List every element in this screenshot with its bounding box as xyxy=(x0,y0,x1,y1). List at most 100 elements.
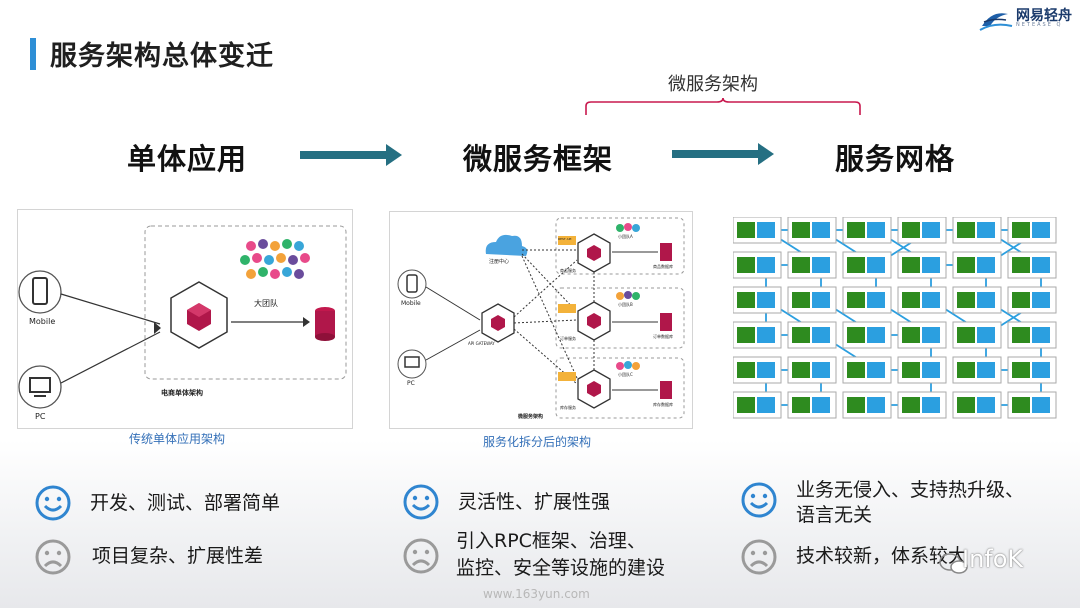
mesh-service xyxy=(847,362,865,378)
db2-label: 订单数据库 xyxy=(653,334,673,339)
mesh-sidecar xyxy=(867,257,885,273)
frown-icon xyxy=(741,539,777,575)
mesh-sidecar xyxy=(867,397,885,413)
mesh-service xyxy=(792,292,810,308)
mesh-service xyxy=(847,327,865,343)
mesh-sidecar xyxy=(922,292,940,308)
mesh-sidecar xyxy=(812,397,830,413)
mesh-sidecar xyxy=(922,327,940,343)
col1-pro: 开发、测试、部署简单 xyxy=(90,492,281,514)
mesh-sidecar xyxy=(977,397,995,413)
mesh-sidecar xyxy=(977,362,995,378)
mesh-sidecar xyxy=(812,362,830,378)
mesh-service xyxy=(957,257,975,273)
mobile-icon xyxy=(18,270,62,314)
mesh-service xyxy=(737,362,755,378)
mesh-sidecar xyxy=(757,362,775,378)
mesh-sidecar xyxy=(867,362,885,378)
mesh-sidecar xyxy=(977,222,995,238)
team-label: 大团队 xyxy=(254,299,278,308)
stage-monolith: 单体应用 xyxy=(127,142,248,176)
mesh-sidecar xyxy=(1032,292,1050,308)
mesh-sidecar xyxy=(1032,327,1050,343)
smile-icon xyxy=(403,484,439,520)
mesh-service xyxy=(902,397,920,413)
mesh-service xyxy=(737,292,755,308)
mesh-service xyxy=(792,327,810,343)
mesh-sidecar xyxy=(812,222,830,238)
registry-label: 注册中心 xyxy=(489,259,510,265)
monolith-diagram xyxy=(18,225,347,409)
mobile-label: Mobile xyxy=(29,317,56,326)
mesh-service xyxy=(902,362,920,378)
caption-microservice: 服务化拆分后的架构 xyxy=(483,435,592,449)
svc1-label: 商品服务 xyxy=(560,268,576,273)
mesh-service xyxy=(792,362,810,378)
db3-label: 库存数据库 xyxy=(653,402,673,407)
mesh-sidecar xyxy=(757,257,775,273)
mesh-sidecar xyxy=(1032,257,1050,273)
mesh-service xyxy=(1012,292,1030,308)
page-title: 服务架构总体变迁 xyxy=(50,41,274,72)
panel-monolith: Mobile PC 大团队 电商单体架构 xyxy=(17,209,353,429)
mesh-service xyxy=(902,292,920,308)
mesh-service xyxy=(1012,327,1030,343)
mesh-service xyxy=(847,257,865,273)
mesh-service xyxy=(792,397,810,413)
panel-microservice: Mobile PC 注册中心 API GATEWAY 微服务架构 商品服务 订单… xyxy=(389,211,693,429)
mesh-sidecar xyxy=(757,327,775,343)
mesh-service xyxy=(847,397,865,413)
col2-con-line2: 监控、安全等设施的建设 xyxy=(456,557,666,579)
arrow-2 xyxy=(672,143,774,165)
logo-subtext: NETEASE Q xyxy=(1016,22,1063,28)
mesh-service xyxy=(1012,222,1030,238)
smile-icon xyxy=(35,485,71,521)
mesh-service xyxy=(957,327,975,343)
ms-mobile-label: Mobile xyxy=(401,300,421,307)
mesh-service xyxy=(737,222,755,238)
mesh-service xyxy=(957,292,975,308)
col1-con: 项目复杂、扩展性差 xyxy=(92,545,264,567)
stage-microservice-framework: 微服务框架 xyxy=(463,142,614,176)
col2-pro: 灵活性、扩展性强 xyxy=(458,491,611,513)
microservice-diagram xyxy=(397,217,685,419)
db1-label: 商品数据库 xyxy=(653,264,673,269)
ms-diagram-title: 微服务架构 xyxy=(518,414,544,420)
gateway-label: API GATEWAY xyxy=(468,341,495,346)
svc3-label: 库存服务 xyxy=(560,405,576,410)
mesh-sidecar xyxy=(867,327,885,343)
mesh-service xyxy=(957,222,975,238)
mesh-sidecar xyxy=(977,257,995,273)
mesh-sidecar xyxy=(1032,397,1050,413)
mesh-sidecar xyxy=(922,362,940,378)
mesh-service xyxy=(1012,257,1030,273)
team-c-label: 小团队C xyxy=(618,372,633,377)
mesh-sidecar xyxy=(977,292,995,308)
mesh-service xyxy=(737,327,755,343)
team-b-label: 小团队B xyxy=(618,302,633,307)
service-mesh-grid xyxy=(733,217,1057,419)
wechat-icon xyxy=(939,553,968,574)
col3-pro-line2: 语言无关 xyxy=(796,504,873,526)
footer-url: www.163yun.com xyxy=(483,587,590,601)
frown-icon xyxy=(403,538,439,574)
frown-icon xyxy=(35,539,71,575)
mesh-sidecar xyxy=(812,257,830,273)
col3-pro-line1: 业务无侵入、支持热升级、 xyxy=(796,479,1025,501)
monolith-diagram-title: 电商单体架构 xyxy=(161,389,203,397)
mesh-service xyxy=(847,222,865,238)
mesh-service xyxy=(902,222,920,238)
pc-label: PC xyxy=(35,412,46,421)
mesh-service xyxy=(957,397,975,413)
mesh-service xyxy=(957,362,975,378)
mesh-sidecar xyxy=(922,222,940,238)
arrow-1 xyxy=(300,144,402,166)
caption-monolith: 传统单体应用架构 xyxy=(129,432,226,446)
mesh-sidecar xyxy=(977,327,995,343)
mesh-service xyxy=(792,257,810,273)
mesh-service xyxy=(792,222,810,238)
mesh-sidecar xyxy=(867,222,885,238)
mesh-sidecar xyxy=(757,397,775,413)
mesh-service xyxy=(847,292,865,308)
mesh-sidecar xyxy=(757,222,775,238)
